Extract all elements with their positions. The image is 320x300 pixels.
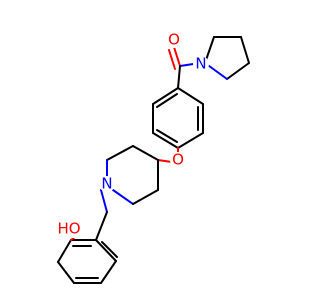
piperidine-nitrogen-label: N: [101, 175, 112, 193]
phenol-ring: [57, 211, 118, 284]
phenol-oxygen-label: HO: [57, 220, 80, 238]
molecule-canvas: O N O N HO: [54, 30, 250, 284]
benzyl-linkage: [100, 189, 108, 213]
amide-nitrogen-label: N: [195, 55, 206, 73]
pyrrolidine-ring: [204, 36, 250, 80]
carbonyl-oxygen-label: O: [168, 31, 180, 49]
ether-oxygen-label: O: [172, 151, 184, 169]
atom-labels: O N O N HO: [54, 31, 209, 238]
benzene-ring-upper: [152, 87, 204, 149]
molecule-structure: O N O N HO: [54, 30, 250, 284]
piperidine-ring: [106, 145, 159, 205]
